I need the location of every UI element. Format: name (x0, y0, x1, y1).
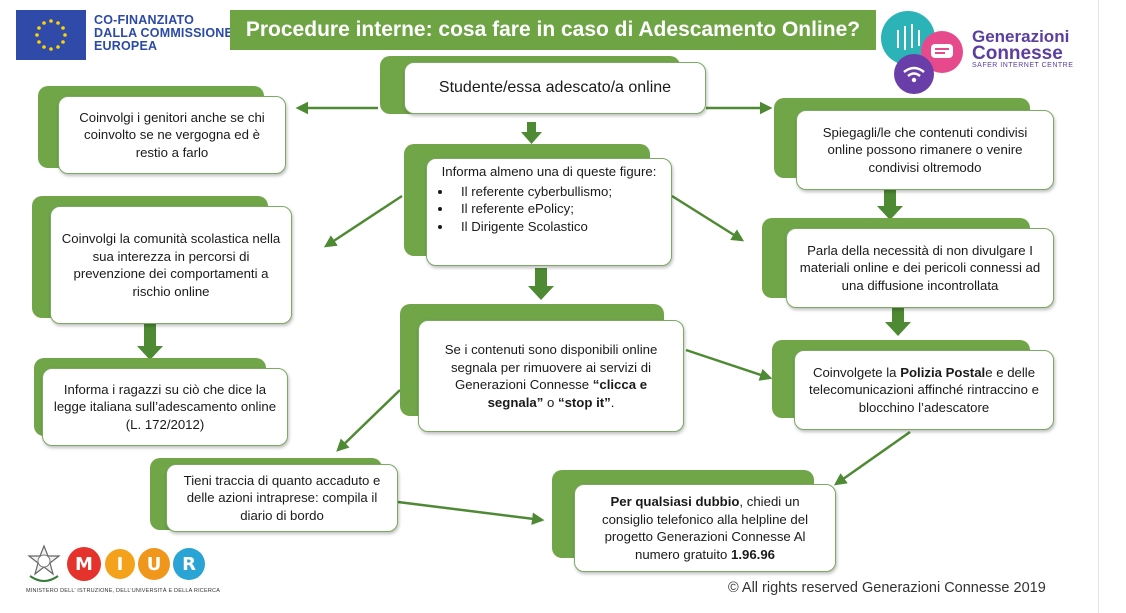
link-clicca-e-segnala: “clicca e segnala” (487, 377, 648, 410)
node-postal-police: Coinvolgete la Polizia Postale e delle t… (772, 340, 1056, 430)
node-label: Per qualsiasi dubbio, chiedi un consigli… (583, 493, 827, 563)
helpline-number: 1.96.96 (731, 546, 776, 562)
miur-letter: R (182, 554, 196, 575)
miur-letter: M (75, 554, 93, 575)
node-involve-parents: Coinvolgi i genitori anche se chi coinvo… (38, 86, 288, 176)
italian-emblem-icon (27, 544, 61, 582)
arrow-to-parla (671, 194, 745, 242)
text-segment: . (610, 394, 615, 410)
node-label: Se i contenuti sono disponibili online s… (427, 341, 675, 411)
node-inform-figures: Informa almeno una di queste figure: Il … (404, 144, 674, 268)
node-label: Coinvolgi la comunità scolastica nella s… (50, 206, 292, 324)
text-segment: Se i contenuti sono disponibili online s… (444, 342, 658, 392)
node-body: Per qualsiasi dubbio, chiedi un consigli… (574, 484, 836, 572)
node-label: Coinvolgi i genitori anche se chi coinvo… (58, 96, 286, 174)
node-body: Coinvolgete la Polizia Postale e delle t… (794, 350, 1054, 430)
node-label: Coinvolgete la Polizia Postale e delle t… (803, 364, 1045, 417)
node-report-content: Se i contenuti sono disponibili online s… (400, 304, 688, 434)
arrow-to-polizia (685, 348, 773, 381)
brand-line: Generazioni (972, 27, 1070, 46)
node-explain-sharing: Spiegagli/le che contenuti condivisi onl… (774, 98, 1056, 190)
node-body: Informa almeno una di queste figure: Il … (426, 158, 672, 266)
text-segment: o (543, 394, 558, 410)
copyright-notice: © All rights reserved Generazioni Connes… (728, 580, 1046, 596)
down-arrow-right-2 (885, 306, 911, 336)
node-student-groomed: Studente/essa adescato/a online (380, 56, 707, 118)
miur-letter: U (147, 554, 162, 575)
list-item: Il referente cyberbullismo; (453, 183, 663, 201)
generazioni-connesse-logo-icon (878, 8, 968, 96)
node-label: Studente/essa adescato/a online (404, 62, 706, 114)
text-bold-segment: Polizia Postal (900, 364, 986, 380)
node-label: Tieni traccia di quanto accaduto e delle… (166, 464, 398, 532)
eu-text-line: DALLA COMMISSIONE (94, 26, 234, 40)
node-talk-risks: Parla della necessità di non divulgare I… (762, 218, 1056, 308)
node-school-community: Coinvolgi la comunità scolastica nella s… (32, 196, 294, 326)
down-arrow-center-1 (521, 122, 542, 144)
divider (1098, 0, 1099, 613)
node-body: Se i contenuti sono disponibili online s… (418, 320, 684, 432)
eu-cofinance-text: CO-FINANZIATO DALLA COMMISSIONE EUROPEA (94, 14, 233, 53)
node-inform-youth-law: Informa i ragazzi su ciò che dice la leg… (34, 358, 290, 446)
node-label: Informa almeno una di queste figure: (441, 164, 657, 179)
brand-line: Connesse (972, 43, 1063, 64)
ministry-name: MINISTERO DELL’ ISTRUZIONE, DELL’UNIVERS… (26, 588, 221, 594)
miur-logo-icon: M I U R (24, 542, 224, 593)
link-stop-it: “stop it” (557, 394, 611, 410)
text-segment: e e delle telecomunicazioni affinché rin… (809, 364, 1039, 415)
down-arrow-center-2 (528, 268, 554, 300)
page-title: Procedure interne: cosa fare in caso di … (230, 10, 876, 50)
arrow-to-dubbio-from-polizia (833, 430, 911, 486)
brand-name: Generazioni Connesse (972, 27, 1070, 64)
figures-list: Il referente cyberbullismo; Il referente… (435, 183, 663, 236)
node-label: Parla della necessità di non divulgare I… (786, 228, 1054, 308)
miur-letter: I (117, 554, 124, 575)
text-segment: Coinvolgete la (812, 364, 901, 380)
eu-text-line: CO-FINANZIATO (94, 13, 195, 27)
down-arrow-left (137, 324, 163, 360)
eu-flag-icon (16, 10, 86, 60)
list-item: Il referente ePolicy; (453, 200, 663, 218)
text-bold-segment: Per qualsiasi dubbio (610, 494, 740, 509)
arrow-to-comunita (323, 194, 403, 248)
node-helpline: Per qualsiasi dubbio, chiedi un consigli… (552, 470, 838, 574)
brand-subtitle: SAFER INTERNET CENTRE (972, 62, 1074, 69)
down-arrow-right-1 (877, 190, 903, 220)
node-keep-track: Tieni traccia di quanto accaduto e delle… (150, 458, 400, 534)
arrow-to-traccia (336, 389, 401, 452)
list-item: Il Dirigente Scolastico (453, 218, 663, 236)
text-segment: , chiedi un consiglio telefonico alla he… (601, 494, 808, 562)
node-label: Spiegagli/le che contenuti condivisi onl… (796, 110, 1054, 190)
node-label: Informa i ragazzi su ciò che dice la leg… (42, 368, 288, 446)
arrow-to-dubbio-from-traccia (397, 500, 545, 525)
eu-text-line: EUROPEA (94, 39, 158, 53)
